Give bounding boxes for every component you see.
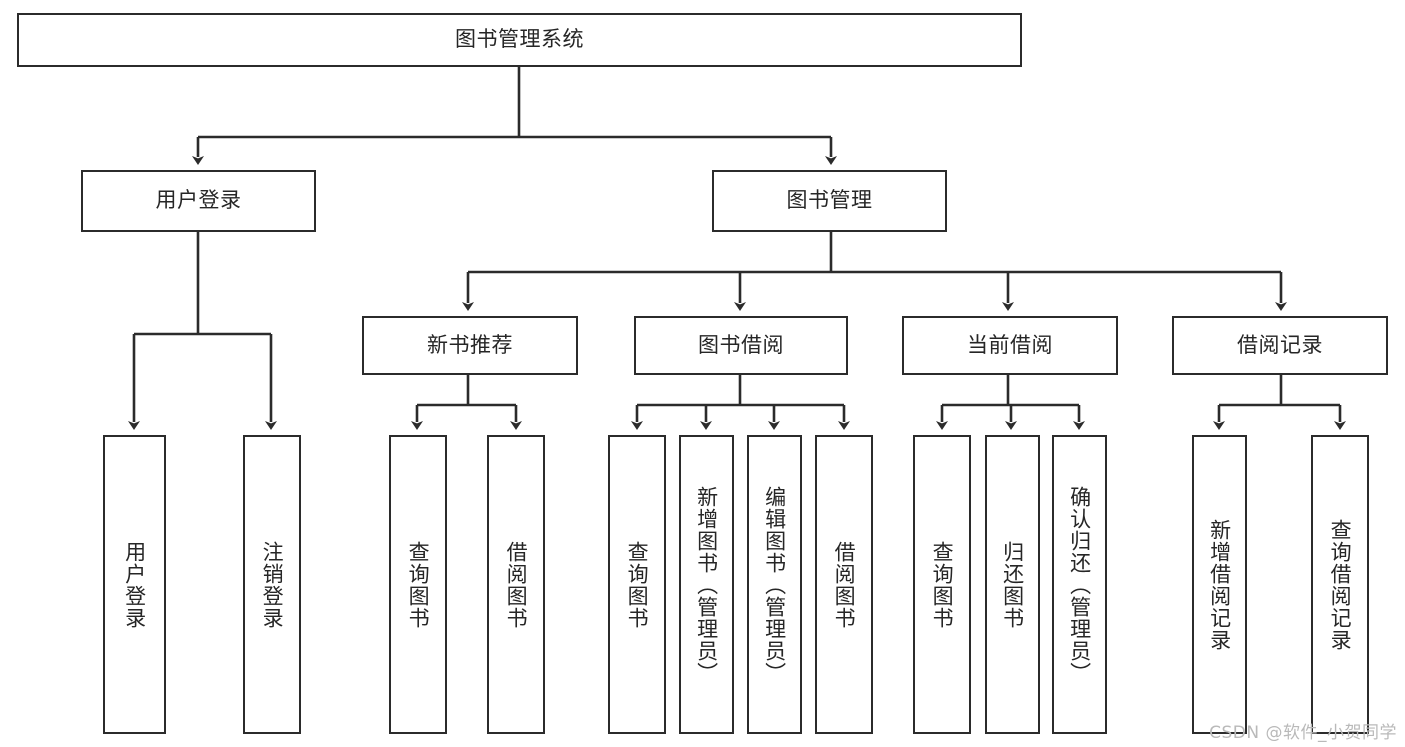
node-label: 图书借阅: [698, 332, 784, 357]
node-label: 查询图书: [930, 540, 955, 629]
node-book-borrow[interactable]: 图书借阅: [634, 316, 848, 375]
node-new-book-recommend[interactable]: 新书推荐: [362, 316, 578, 375]
node-label: 查询图书: [406, 540, 431, 629]
leaf-query-book-recommend[interactable]: 查询图书: [389, 435, 447, 734]
leaf-query-borrow-record[interactable]: 查询借阅记录: [1311, 435, 1369, 734]
node-label: 借阅图书: [504, 540, 529, 629]
node-label: 确认归还（管理员）: [1067, 485, 1092, 684]
node-label: 当前借阅: [967, 332, 1053, 357]
node-label: 借阅图书: [832, 540, 857, 629]
node-label: 新增借阅记录: [1207, 518, 1232, 651]
watermark-text: CSDN @软件_小贺同学: [1209, 723, 1397, 743]
leaf-confirm-return-admin[interactable]: 确认归还（管理员）: [1052, 435, 1107, 734]
node-label: 借阅记录: [1237, 332, 1323, 357]
node-label: 注销登录: [260, 540, 285, 629]
node-label: 查询借阅记录: [1328, 518, 1353, 651]
leaf-borrow-book[interactable]: 借阅图书: [815, 435, 873, 734]
leaf-add-book-admin[interactable]: 新增图书（管理员）: [679, 435, 734, 734]
node-borrow-record[interactable]: 借阅记录: [1172, 316, 1388, 375]
node-user-login[interactable]: 用户登录: [81, 170, 316, 232]
leaf-user-login[interactable]: 用户登录: [103, 435, 166, 734]
node-label: 编辑图书（管理员）: [762, 485, 787, 684]
leaf-query-book-current[interactable]: 查询图书: [913, 435, 971, 734]
leaf-return-book[interactable]: 归还图书: [985, 435, 1040, 734]
leaf-add-borrow-record[interactable]: 新增借阅记录: [1192, 435, 1247, 734]
node-label: 查询图书: [625, 540, 650, 629]
leaf-logout-login[interactable]: 注销登录: [243, 435, 301, 734]
node-root-system[interactable]: 图书管理系统: [17, 13, 1022, 67]
node-label: 新增图书（管理员）: [694, 485, 719, 684]
leaf-edit-book-admin[interactable]: 编辑图书（管理员）: [747, 435, 802, 734]
node-book-management[interactable]: 图书管理: [712, 170, 947, 232]
node-label: 图书管理: [786, 188, 873, 213]
node-label: 用户登录: [122, 540, 147, 629]
node-label: 图书管理系统: [455, 27, 584, 52]
leaf-query-book-borrow[interactable]: 查询图书: [608, 435, 666, 734]
node-label: 新书推荐: [427, 332, 513, 357]
leaf-borrow-book-recommend[interactable]: 借阅图书: [487, 435, 545, 734]
node-current-borrow[interactable]: 当前借阅: [902, 316, 1118, 375]
node-label: 用户登录: [155, 188, 242, 213]
node-label: 归还图书: [1000, 540, 1025, 629]
